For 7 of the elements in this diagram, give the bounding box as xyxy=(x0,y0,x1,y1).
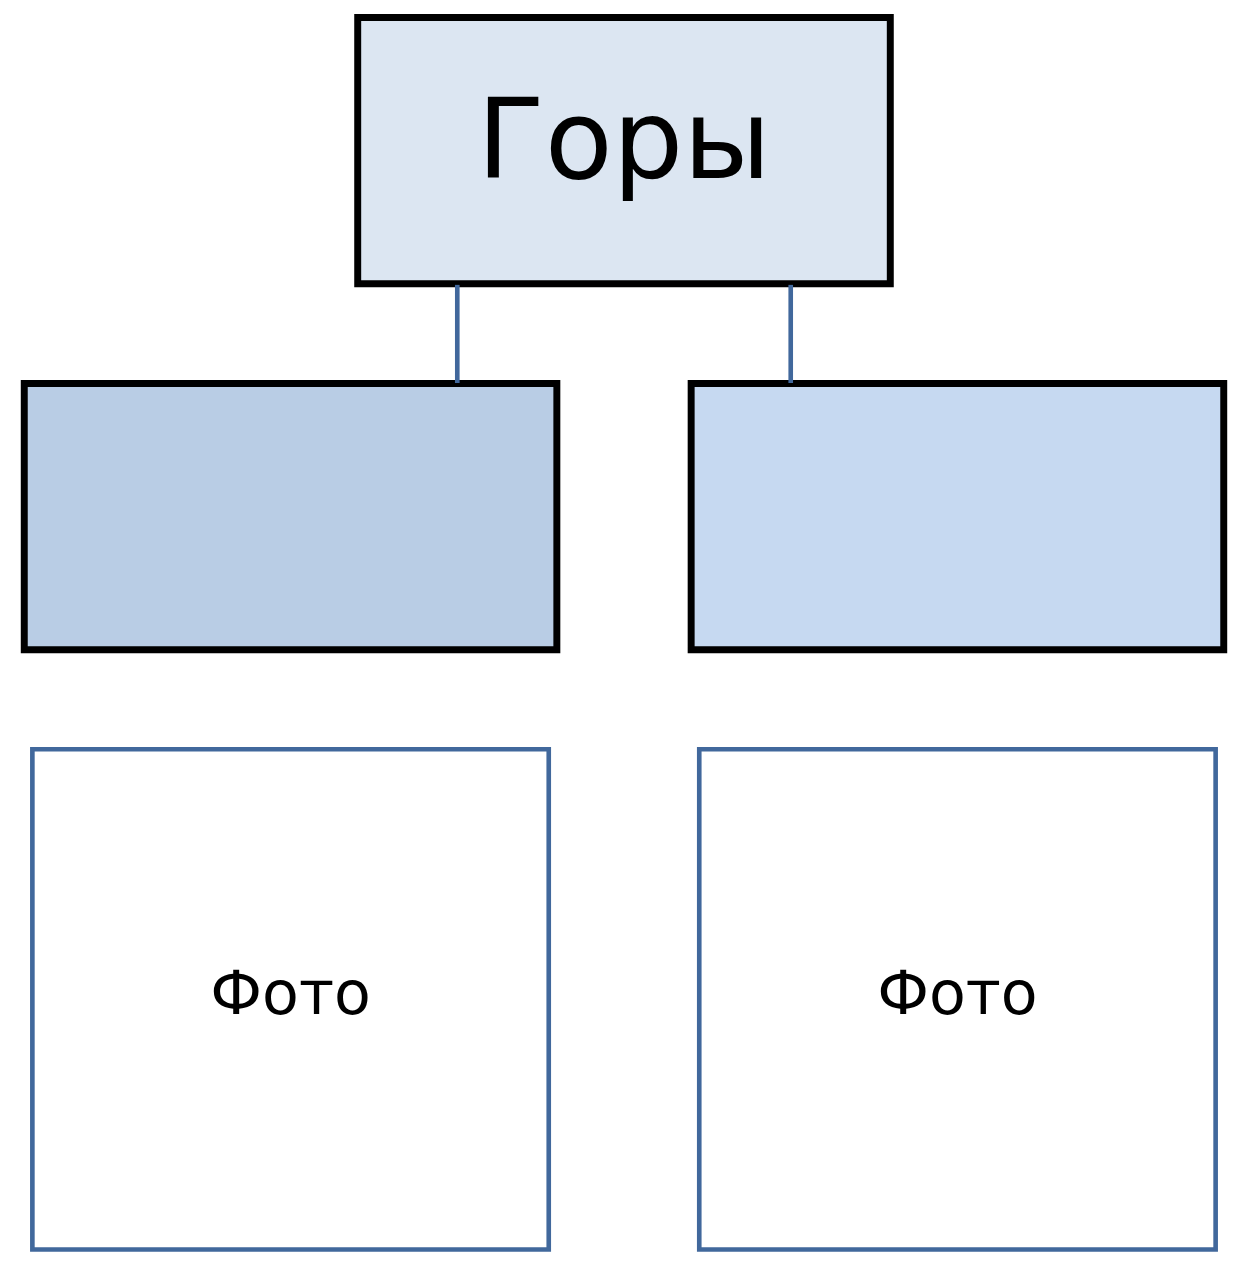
node-box xyxy=(687,379,1227,654)
node-box: Фото xyxy=(696,746,1218,1252)
connector xyxy=(787,284,793,383)
node-box: Фото xyxy=(29,746,551,1252)
node-box: Горы xyxy=(353,14,894,288)
connector xyxy=(454,284,460,383)
node-box xyxy=(20,379,560,654)
